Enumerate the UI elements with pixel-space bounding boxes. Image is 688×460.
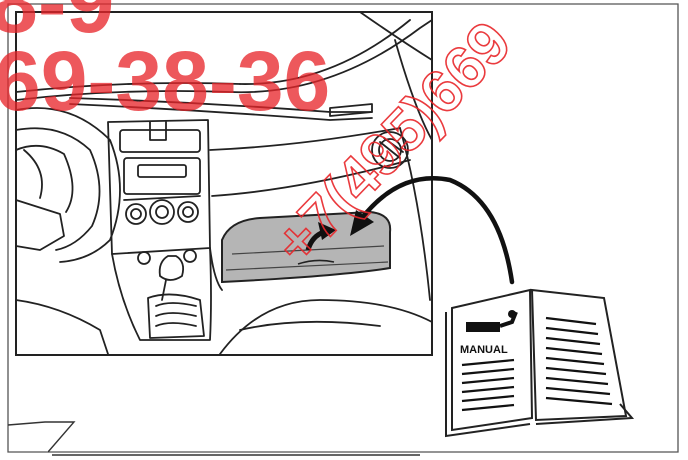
owners-manual-book: MANUAL	[446, 290, 632, 436]
watermark-line-2: 69-38-36	[0, 34, 330, 128]
page-corner-lines	[8, 422, 420, 455]
manual-label: MANUAL	[460, 344, 508, 356]
